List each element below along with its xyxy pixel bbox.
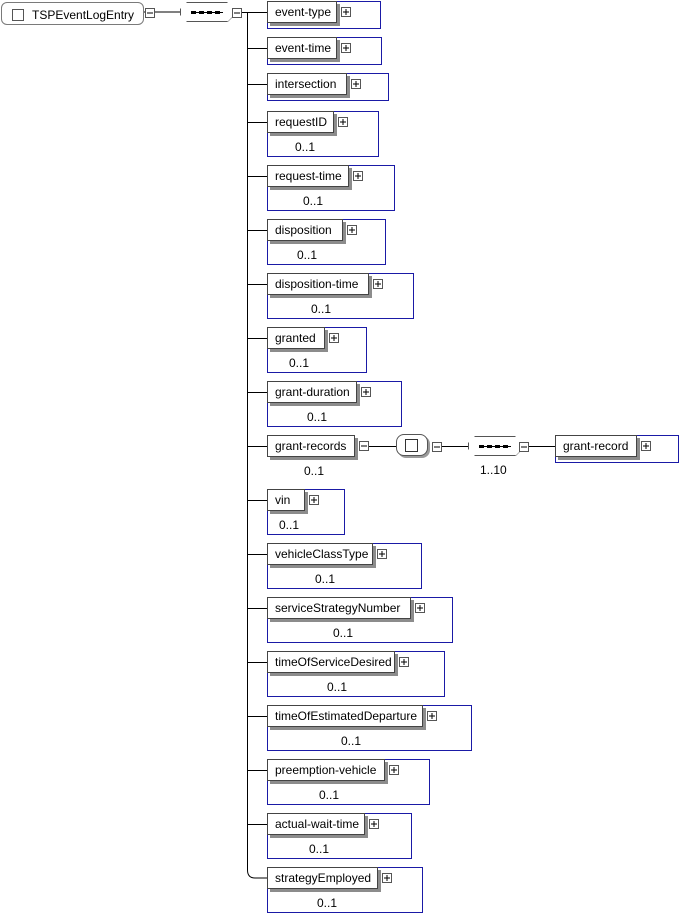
occurrence-label: 0..1 [319, 788, 340, 802]
element-label: vin [267, 489, 305, 511]
element-label: vehicleClassType [267, 543, 373, 565]
element-label: event-type [267, 1, 337, 23]
element-label: grant-records [267, 435, 355, 457]
occurrence-label: 0..1 [303, 194, 324, 208]
occurrence-label: 0..1 [341, 734, 362, 748]
collapse-toggle-icon[interactable] [145, 8, 155, 18]
occurrence-label: 0..1 [279, 518, 300, 532]
element-label: preemption-vehicle [267, 759, 385, 781]
sequence-occurrence: 1..10 [480, 463, 507, 477]
occurrence-label: 0..1 [289, 356, 310, 370]
element-label: intersection [267, 73, 347, 95]
occurrence-label: 0..1 [295, 140, 316, 154]
expand-toggle-icon[interactable] [382, 873, 392, 883]
element-label: request-time [267, 165, 349, 187]
element-label: timeOfServiceDesired [267, 651, 395, 673]
element-label: grant-duration [267, 381, 357, 403]
element-label: granted [267, 327, 325, 349]
occurrence-label: 0..1 [311, 302, 332, 316]
occurrence-label: 0..1 [297, 248, 318, 262]
sequence-compositor[interactable] [180, 2, 234, 22]
expand-toggle-icon[interactable] [399, 657, 409, 667]
element-label: serviceStrategyNumber [267, 597, 411, 619]
expand-toggle-icon[interactable] [338, 117, 348, 127]
expand-toggle-icon[interactable] [377, 549, 387, 559]
element-label: requestID [267, 111, 334, 133]
expand-toggle-icon[interactable] [361, 387, 371, 397]
expand-toggle-icon[interactable] [427, 711, 437, 721]
collapse-toggle-icon[interactable] [232, 8, 242, 18]
element-label: disposition-time [267, 273, 369, 295]
element-label: timeOfEstimatedDeparture [267, 705, 423, 727]
collapse-toggle-icon[interactable] [519, 442, 529, 452]
expand-toggle-icon[interactable] [351, 79, 361, 89]
occurrence-label: 0..1 [315, 572, 336, 586]
expand-toggle-icon[interactable] [373, 279, 383, 289]
occurrence-label: 0..1 [333, 626, 354, 640]
collapse-toggle-icon[interactable] [359, 441, 369, 451]
expand-toggle-icon[interactable] [329, 333, 339, 343]
element-label: event-time [267, 37, 337, 59]
expand-toggle-icon[interactable] [341, 43, 351, 53]
root-element-node[interactable]: TSPEventLogEntry [1, 2, 144, 25]
occurrence-label: 0..1 [309, 842, 330, 856]
occurrence-label: 0..1 [317, 896, 338, 910]
expand-toggle-icon[interactable] [641, 441, 651, 451]
occurrence-label: 0..1 [327, 680, 348, 694]
root-element-label: TSPEventLogEntry [32, 8, 135, 22]
element-label: actual-wait-time [267, 813, 365, 835]
expand-toggle-icon[interactable] [347, 225, 357, 235]
occurrence-label: 0..1 [307, 410, 328, 424]
choice-icon [405, 439, 418, 452]
element-label: disposition [267, 219, 343, 241]
occurrence-label: 0..1 [304, 464, 325, 478]
expand-toggle-icon[interactable] [353, 171, 363, 181]
checkbox-icon [12, 9, 24, 21]
connector-line [247, 869, 267, 879]
expand-toggle-icon[interactable] [389, 765, 399, 775]
expand-toggle-icon[interactable] [341, 7, 351, 17]
grant-sequence-compositor[interactable] [468, 436, 522, 456]
collapse-toggle-icon[interactable] [432, 442, 442, 452]
choice-compositor[interactable] [396, 434, 428, 456]
element-label: grant-record [555, 435, 637, 457]
element-label: strategyEmployed [267, 867, 378, 889]
expand-toggle-icon[interactable] [369, 819, 379, 829]
expand-toggle-icon[interactable] [309, 495, 319, 505]
expand-toggle-icon[interactable] [415, 603, 425, 613]
